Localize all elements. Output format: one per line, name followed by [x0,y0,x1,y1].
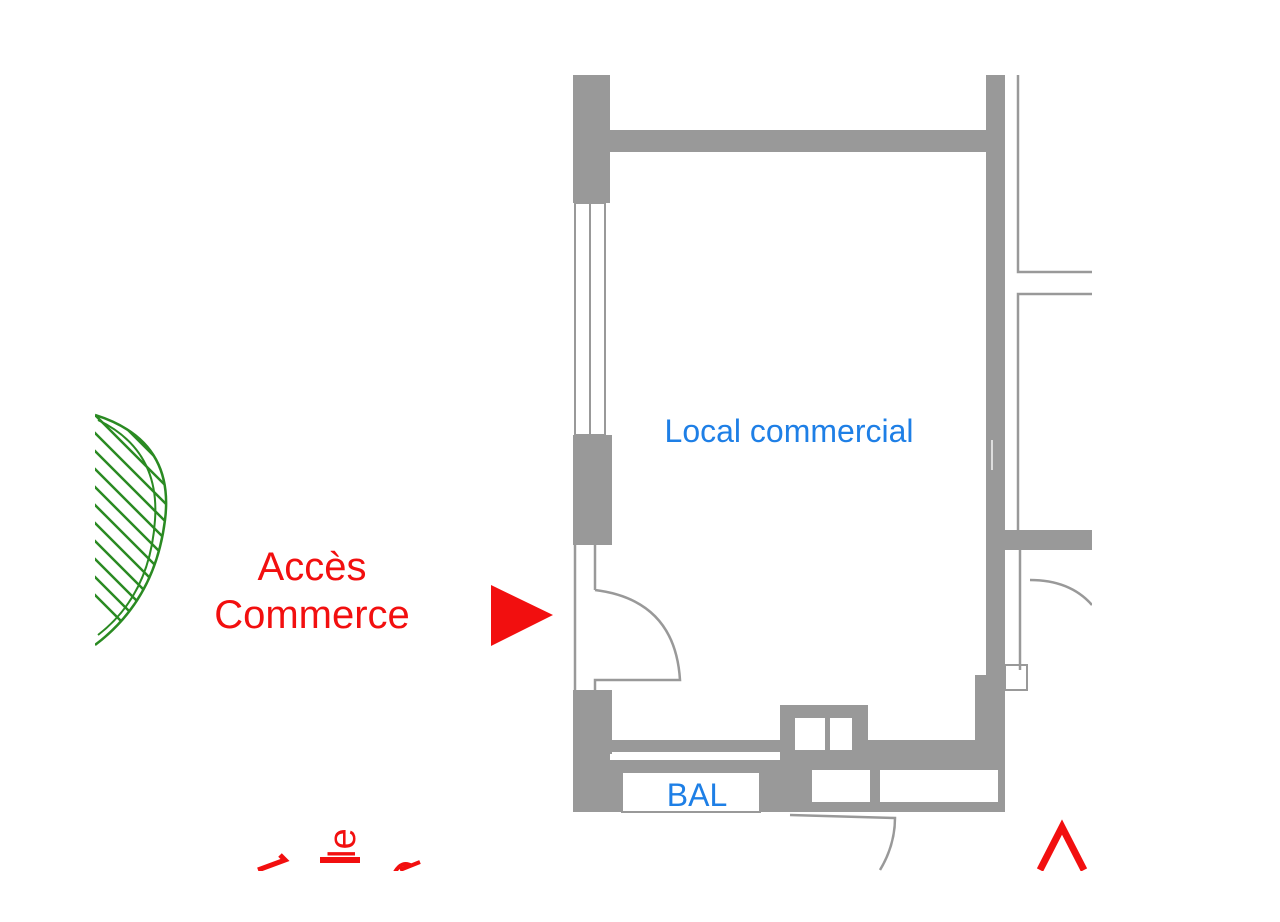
mailbox-label: BAL [667,777,727,813]
partial-glyph-right [393,860,421,871]
partial-red-lambda [1036,819,1088,871]
triangle-right-icon [491,585,553,646]
partial-underline [320,857,360,863]
access-label-line2: Commerce [214,593,410,637]
access-label-line1: Accès [258,545,367,589]
mailbox-box [621,771,761,813]
room-label: Local commercial [665,413,914,449]
vegetation-hatch [95,413,168,646]
partial-bottom-text: le [322,828,364,858]
partial-glyph-left [257,853,290,871]
walls [573,75,1092,871]
